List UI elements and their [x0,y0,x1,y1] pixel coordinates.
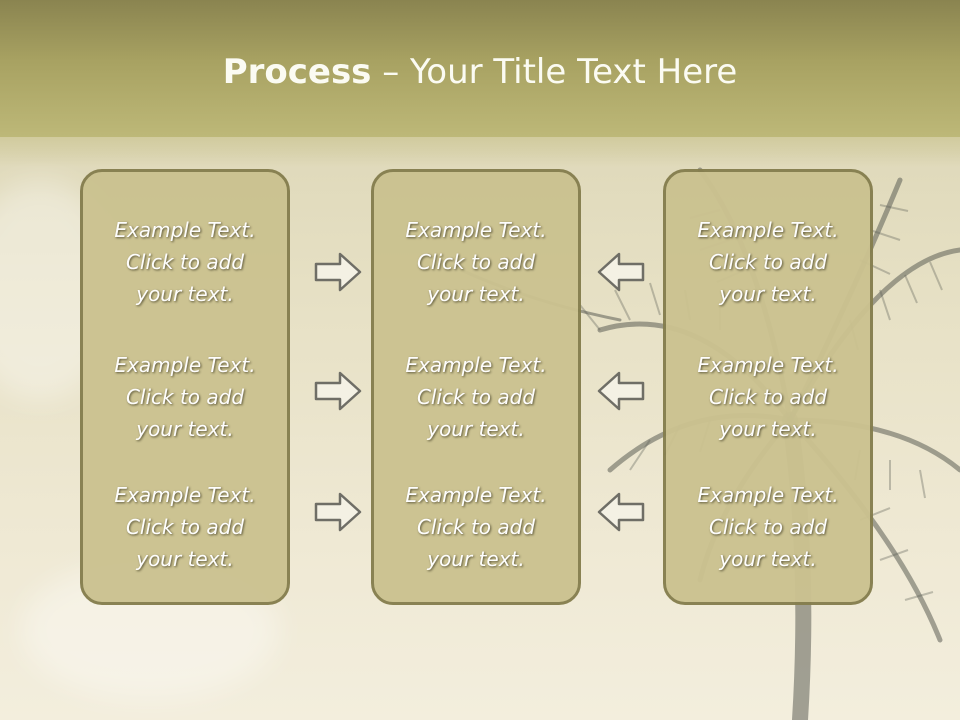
text-line: Example Text. [114,218,256,242]
text-line: Example Text. [405,218,547,242]
text-line: your text. [136,417,234,441]
text-block[interactable]: Example Text. Click to add your text. [83,479,287,575]
text-line: your text. [136,547,234,571]
text-block[interactable]: Example Text. Click to add your text. [666,214,870,310]
text-line: Click to add [125,250,245,274]
slide-title[interactable]: Process – Your Title Text Here [0,52,960,92]
text-line: Example Text. [114,353,256,377]
text-line: Example Text. [697,218,839,242]
text-line: Click to add [125,385,245,409]
text-line: Example Text. [405,353,547,377]
title-bold: Process [222,52,372,92]
text-line: your text. [427,417,525,441]
title-rest: – Your Title Text Here [371,52,738,92]
text-block[interactable]: Example Text. Click to add your text. [666,479,870,575]
text-block[interactable]: Example Text. Click to add your text. [374,479,578,575]
text-line: Click to add [125,515,245,539]
text-block[interactable]: Example Text. Click to add your text. [83,214,287,310]
text-block[interactable]: Example Text. Click to add your text. [666,349,870,445]
text-line: your text. [427,282,525,306]
text-line: Click to add [708,250,828,274]
text-line: your text. [719,547,817,571]
text-line: your text. [136,282,234,306]
text-line: Click to add [708,515,828,539]
text-line: Click to add [708,385,828,409]
text-line: your text. [427,547,525,571]
text-line: Click to add [416,250,536,274]
text-block[interactable]: Example Text. Click to add your text. [374,214,578,310]
title-band-gradient [0,137,960,167]
left-arrow-icon [597,492,645,532]
text-line: Click to add [416,385,536,409]
text-line: Example Text. [405,483,547,507]
right-arrow-icon [314,252,362,292]
text-line: Example Text. [697,483,839,507]
text-line: Example Text. [697,353,839,377]
title-bar [0,0,960,137]
text-line: Example Text. [114,483,256,507]
left-arrow-icon [597,371,645,411]
process-box-2[interactable]: Example Text. Click to add your text. Ex… [371,169,581,605]
text-line: your text. [719,417,817,441]
left-arrow-icon [597,252,645,292]
text-block[interactable]: Example Text. Click to add your text. [374,349,578,445]
text-line: your text. [719,282,817,306]
right-arrow-icon [314,371,362,411]
text-line: Click to add [416,515,536,539]
text-block[interactable]: Example Text. Click to add your text. [83,349,287,445]
process-box-3[interactable]: Example Text. Click to add your text. Ex… [663,169,873,605]
right-arrow-icon [314,492,362,532]
process-box-1[interactable]: Example Text. Click to add your text. Ex… [80,169,290,605]
